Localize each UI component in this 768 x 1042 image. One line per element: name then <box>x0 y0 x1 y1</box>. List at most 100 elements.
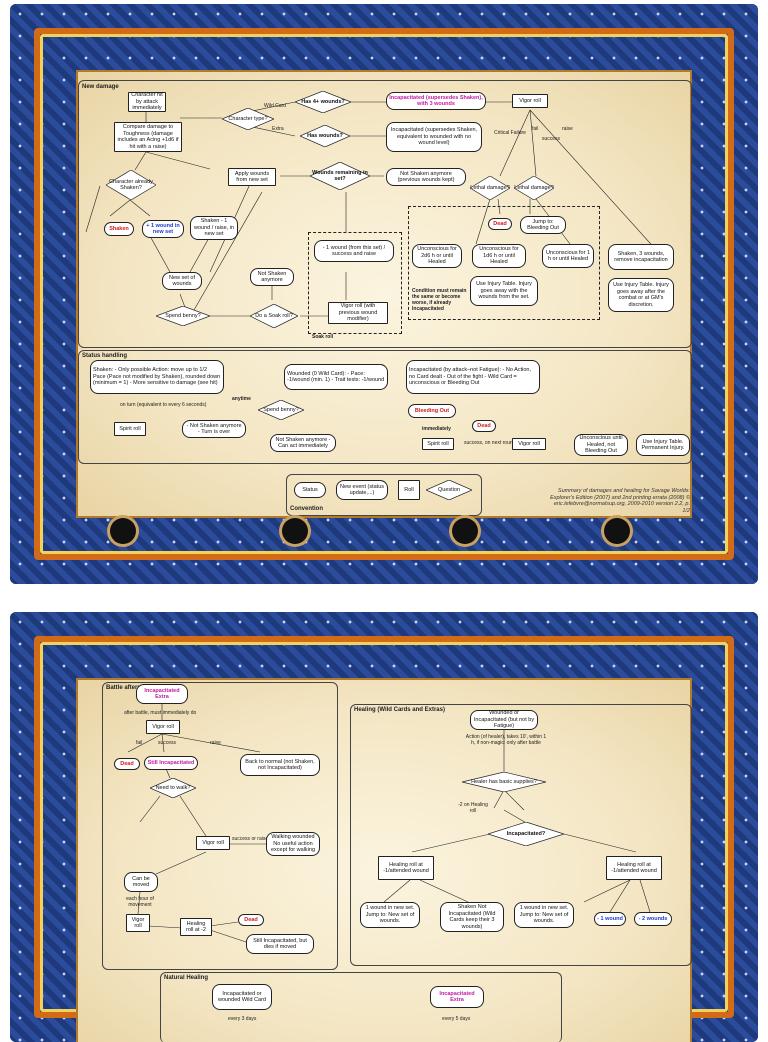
spend-benny-status-text: Spend benny? <box>263 407 299 413</box>
section-title-new-damage: New damage <box>82 84 119 90</box>
one-wound-right-text: 1 wound in new set. Jump to: New set of … <box>519 905 569 925</box>
do-soak-question: Do a Soak roll? <box>250 304 298 328</box>
wounded-incap-node: Wounded or Incapacitated (but not by Fat… <box>470 710 538 730</box>
apply-wounds-node: Apply wounds from new set <box>228 168 276 186</box>
natural-right-freq: every 5 days <box>442 1016 471 1022</box>
unconscious-1d6-node: Unconscious for 1d6 h or until Healed <box>472 244 526 268</box>
page-2: Battle aftermath Incapacitated Extra aft… <box>10 612 758 1042</box>
bleeding-out-node: Bleeding Out <box>408 404 456 418</box>
injury-table-text: Use Injury Table. Injury goes away with … <box>476 281 532 301</box>
lethal-damage-question-1: Lethal damage? <box>470 176 510 200</box>
new-set-text: New set of wounds <box>169 274 195 288</box>
not-shaken-act-text: Not Shaken anymore - Can act immediately <box>275 436 331 450</box>
convention-new-event: New event (status update,...) <box>336 480 388 500</box>
still-incap-node: Still Incapacitated <box>144 756 198 770</box>
section-title-status: Status handling <box>82 353 127 359</box>
character-hit-node: Character hit by attack immediately <box>128 92 166 112</box>
natural-right-node: Incapacitated Extra <box>430 986 484 1008</box>
binder-hole-3 <box>452 518 478 544</box>
bleeding-out-text: Bleeding Out <box>414 407 450 414</box>
walking-wounded-node: Walking wounded No useful action except … <box>266 832 320 856</box>
minus-2-wounds-node: - 2 wounds <box>634 912 672 926</box>
wounds-remaining-question: Wounds remaining in set? <box>310 162 370 190</box>
credits-text: Summary of damages and healing for Savag… <box>550 488 690 514</box>
battle-fail-label: fail <box>136 740 143 746</box>
after-battle-label: after battle, must immediately do <box>124 710 197 716</box>
dead-node: Dead <box>488 218 512 230</box>
character-type-text: Character type? <box>228 116 268 122</box>
not-shaken-act-node: Not Shaken anymore - Can act immediately <box>270 434 336 452</box>
can-be-moved-text: Can be moved <box>132 875 150 889</box>
extra-label: Extra <box>272 126 284 132</box>
healing-section <box>350 704 692 966</box>
new-damage-section <box>78 80 692 348</box>
healing-minus2-node: Healing roll at -2 <box>180 918 212 936</box>
unconscious-1h-node: Unconscious for 1 h or until Healed <box>542 244 594 268</box>
soak-roll-label: Soak roll <box>312 334 334 340</box>
still-incap-text: Still Incapacitated <box>147 759 195 766</box>
on-turn-label: on turn (equivalent to every 6 seconds) <box>120 402 207 408</box>
binder-hole-2 <box>282 518 308 544</box>
incapacitated-question: Incapacitated? <box>488 822 564 846</box>
shaken-not-incap-text: Shaken Not Incapacitated (Wild Cards kee… <box>448 904 496 930</box>
incap-extra-battle-node: Incapacitated Extra <box>136 684 188 704</box>
unconscious-1d6-text: Unconscious for 1d6 h or until Healed <box>479 246 519 266</box>
injury-table-2-text: Use Injury Table. Injury goes away after… <box>613 282 669 308</box>
wounds-remaining-text: Wounds remaining in set? <box>312 170 368 182</box>
status-handling-section <box>78 350 692 464</box>
minus-1-wound-node: - 1 wound <box>594 912 626 926</box>
minus-wound-text: - 1 wound (from this set) / success and … <box>322 244 386 258</box>
shaken-status-text: Shaken: - Only possible Action: move up … <box>93 367 221 387</box>
vigor-soak-node: Vigor roll (with previous wound modifier… <box>328 302 388 324</box>
battle-aftermath-section <box>102 682 338 970</box>
has-wounds-question: Has wounds? <box>300 125 350 147</box>
shaken-text: Shaken <box>109 225 129 232</box>
incap-extra-battle-text: Incapacitated Extra <box>144 687 180 701</box>
back-normal-node: Back to normal (not Shaken, not Incapaci… <box>240 754 320 776</box>
one-wound-left-node: 1 wound in new set. Jump to: New set of … <box>360 902 420 928</box>
wild-card-label: Wild Card <box>264 103 286 109</box>
spend-benny-status-question: Spend benny? <box>258 400 304 420</box>
incap-shaken-3-text: Incapacitated (supersedes Shaken), with … <box>389 94 483 108</box>
dead-battle-node: Dead <box>114 758 140 770</box>
unconscious-healed-node: Unconscious until Healed, not Bleeding O… <box>574 434 628 456</box>
not-shaken-turn-node: - Not Shaken anymore - Turn is over <box>182 420 246 438</box>
incapacitated-question-text: Incapacitated? <box>506 831 546 837</box>
page-1: New damage <box>10 4 758 584</box>
incap-shaken-3-node: Incapacitated (supersedes Shaken), with … <box>386 92 486 110</box>
dead-text: Dead <box>493 220 507 227</box>
convention-box <box>286 474 482 516</box>
has-4-wounds-text: Has 4+ wounds? <box>301 99 345 105</box>
shaken-node: Shaken <box>104 222 134 236</box>
immediately-label: immediately <box>422 426 451 432</box>
wounded-incap-text: Wounded or Incapacitated (but not by Fat… <box>473 710 535 730</box>
unconscious-healed-text: Unconscious until Healed, not Bleeding O… <box>579 435 623 455</box>
back-normal-text: Back to normal (not Shaken, not Incapaci… <box>245 758 315 772</box>
not-shaken-kept-node: Not Shaken anymore (previous wounds kept… <box>386 168 466 186</box>
vigor-soak-text: Vigor roll (with previous wound modifier… <box>338 303 378 323</box>
need-walk-question: Need to walk? <box>150 778 196 798</box>
raise-label: raise <box>562 126 573 132</box>
injury-table-2-node: Use Injury Table. Injury goes away after… <box>608 278 674 312</box>
has-wounds-text: Has wounds? <box>307 133 343 139</box>
lethal-damage-text-2: Lethal damage? <box>514 185 554 191</box>
critical-failure-label: Critical Failure <box>494 130 526 136</box>
vigor-move-node: Vigor roll <box>126 914 150 932</box>
unconscious-1h-text: Unconscious for 1 h or until Healed <box>545 249 591 263</box>
character-type-question: Character type? <box>222 108 274 130</box>
lethal-damage-question-2: Lethal damage? <box>514 176 554 200</box>
walking-wounded-text: Walking wounded No useful action except … <box>270 834 316 854</box>
not-shaken-text: Not Shaken anymore <box>257 270 287 284</box>
incap-status-text: Incapacitated (by attack–not Fatigue): -… <box>409 367 531 387</box>
jump-bleeding-node: Jump to: Bleeding Out <box>520 216 566 234</box>
basic-supplies-question: Healer has basic supplies? <box>462 772 546 792</box>
soak-dashed-group <box>308 232 402 334</box>
lethal-damage-text-1: Lethal damage? <box>470 185 510 191</box>
dead-move-text: Dead <box>244 916 258 923</box>
dead-2-text: Dead <box>477 422 491 429</box>
battle-raise-label: raise <box>210 740 221 746</box>
one-wound-right-node: 1 wound in new set. Jump to: New set of … <box>514 902 574 928</box>
already-shaken-question: Character already Shaken? <box>106 170 156 200</box>
natural-healing-section <box>160 972 562 1042</box>
shaken-3-wounds-node: Shaken, 3 wounds, remove incapacitation <box>608 244 674 270</box>
